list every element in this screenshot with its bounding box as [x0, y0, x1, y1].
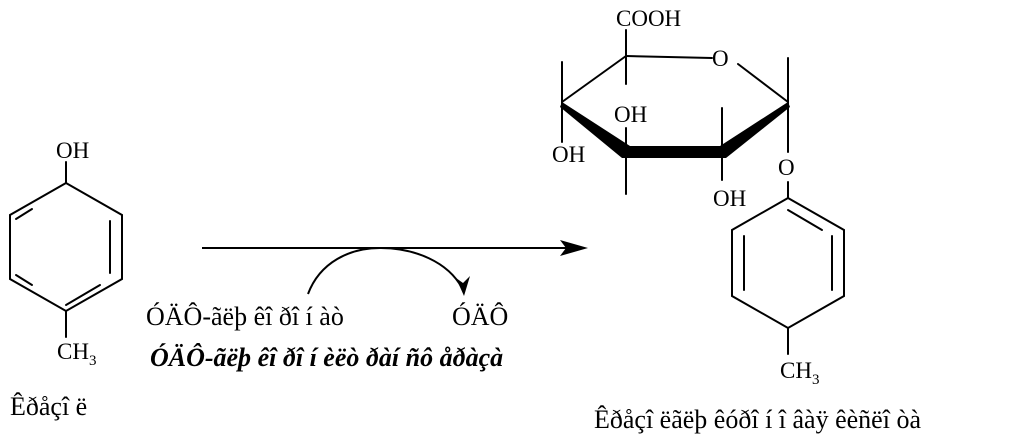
- glycosidic-oxygen-label: O: [778, 155, 795, 180]
- hydroxyl-c4-label: OH: [713, 186, 746, 211]
- product-methyl-label: CH3: [780, 358, 819, 388]
- cofactor-out-label: ÓÄÔ: [452, 302, 508, 331]
- cofactor-in-label: ÓÄÔ-ãëþ êî ðî í àò: [146, 302, 344, 331]
- reactant-caption: Êðåçî ë: [10, 392, 87, 421]
- reactant-structure: OH CH3 Êðåçî ë: [9, 138, 123, 421]
- ring-wedge-right: [720, 102, 790, 158]
- ring-oxygen-label: O: [712, 46, 729, 71]
- product-caption: Êðåçî ëãëþ êóðî í î âàÿ êèñëî òà: [594, 405, 921, 434]
- reactant-hydroxyl-label: OH: [56, 138, 89, 163]
- product-structure: COOH O OH OH OH O CH3 Êðåçî ëãëþ êóðî í …: [552, 6, 921, 434]
- carboxyl-label: COOH: [616, 6, 681, 31]
- reactant-benzene-ring: [9, 161, 123, 338]
- hydroxyl-c2-label: OH: [552, 142, 585, 167]
- hydroxyl-c3-label: OH: [614, 102, 647, 127]
- product-benzene-ring: [731, 181, 845, 355]
- ring-wedge-left: [560, 102, 630, 158]
- enzyme-label: ÓÄÔ-ãëþ êî ðî í èëò ðàí ñô åðàçà: [150, 343, 503, 372]
- cofactor-curved-arrow: [307, 246, 470, 296]
- reactant-methyl-label: CH3: [57, 339, 96, 369]
- glucuronide-ring: [561, 29, 789, 195]
- ring-front-bold: [622, 146, 726, 158]
